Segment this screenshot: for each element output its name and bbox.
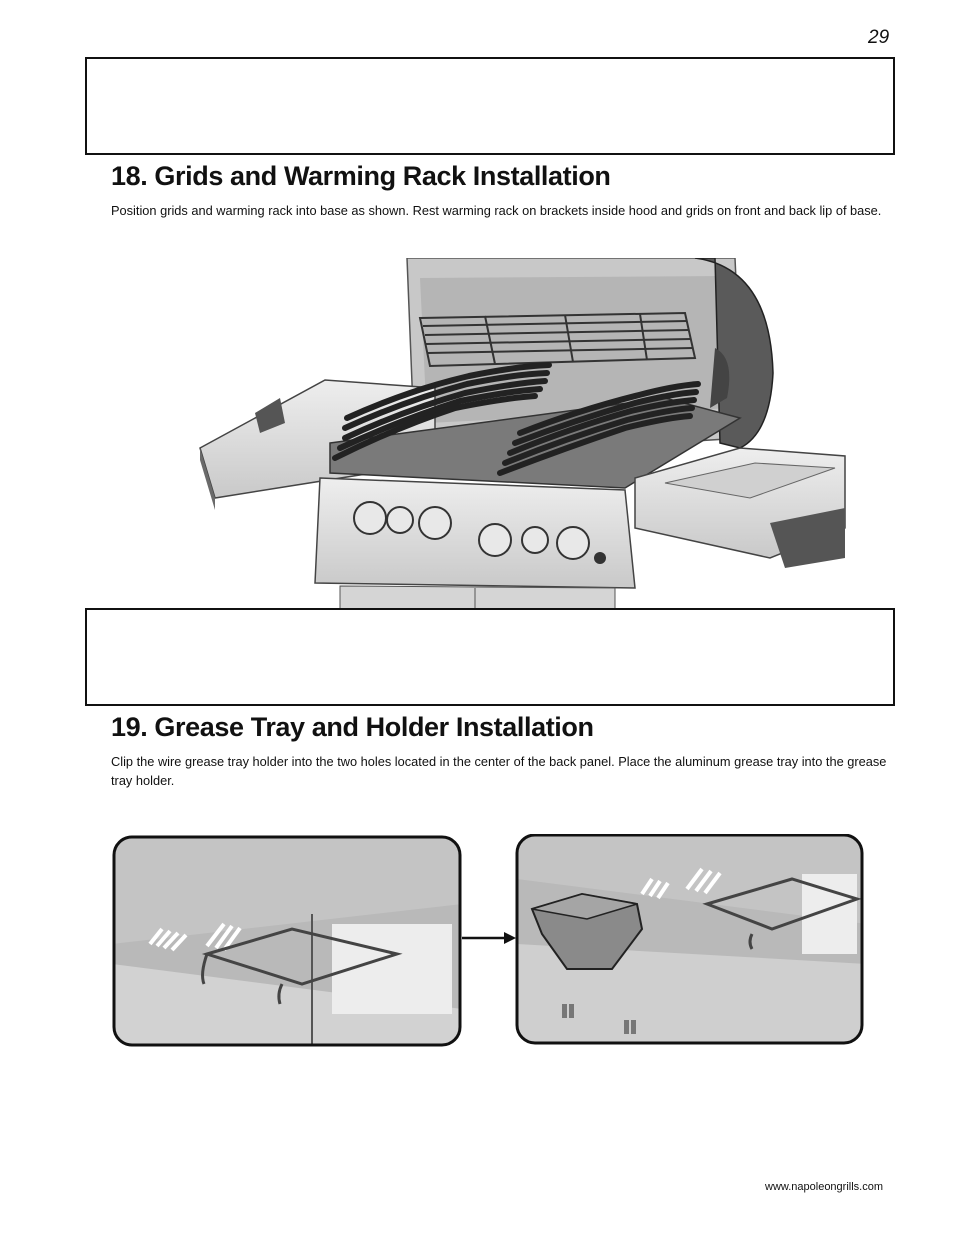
holder-clipped-panel bbox=[114, 837, 460, 1045]
grill-illustration bbox=[199, 258, 846, 610]
tray-placed-panel bbox=[517, 835, 862, 1043]
section-19-title: 19. Grease Tray and Holder Installation bbox=[111, 712, 594, 742]
footer-url: www.napoleongrills.com bbox=[765, 1181, 883, 1193]
section-18-body: Position grids and warming rack into bas… bbox=[111, 203, 882, 218]
section-19-body: Clip the wire grease tray holder into th… bbox=[111, 754, 887, 788]
arrow-head bbox=[504, 932, 516, 944]
grease-tray-illustration bbox=[112, 834, 864, 1047]
section-18-title: 18. Grids and Warming Rack Installation bbox=[111, 161, 611, 191]
page-number: 29 bbox=[868, 27, 890, 48]
note-box-top bbox=[85, 57, 895, 155]
note-box-middle bbox=[85, 608, 895, 706]
